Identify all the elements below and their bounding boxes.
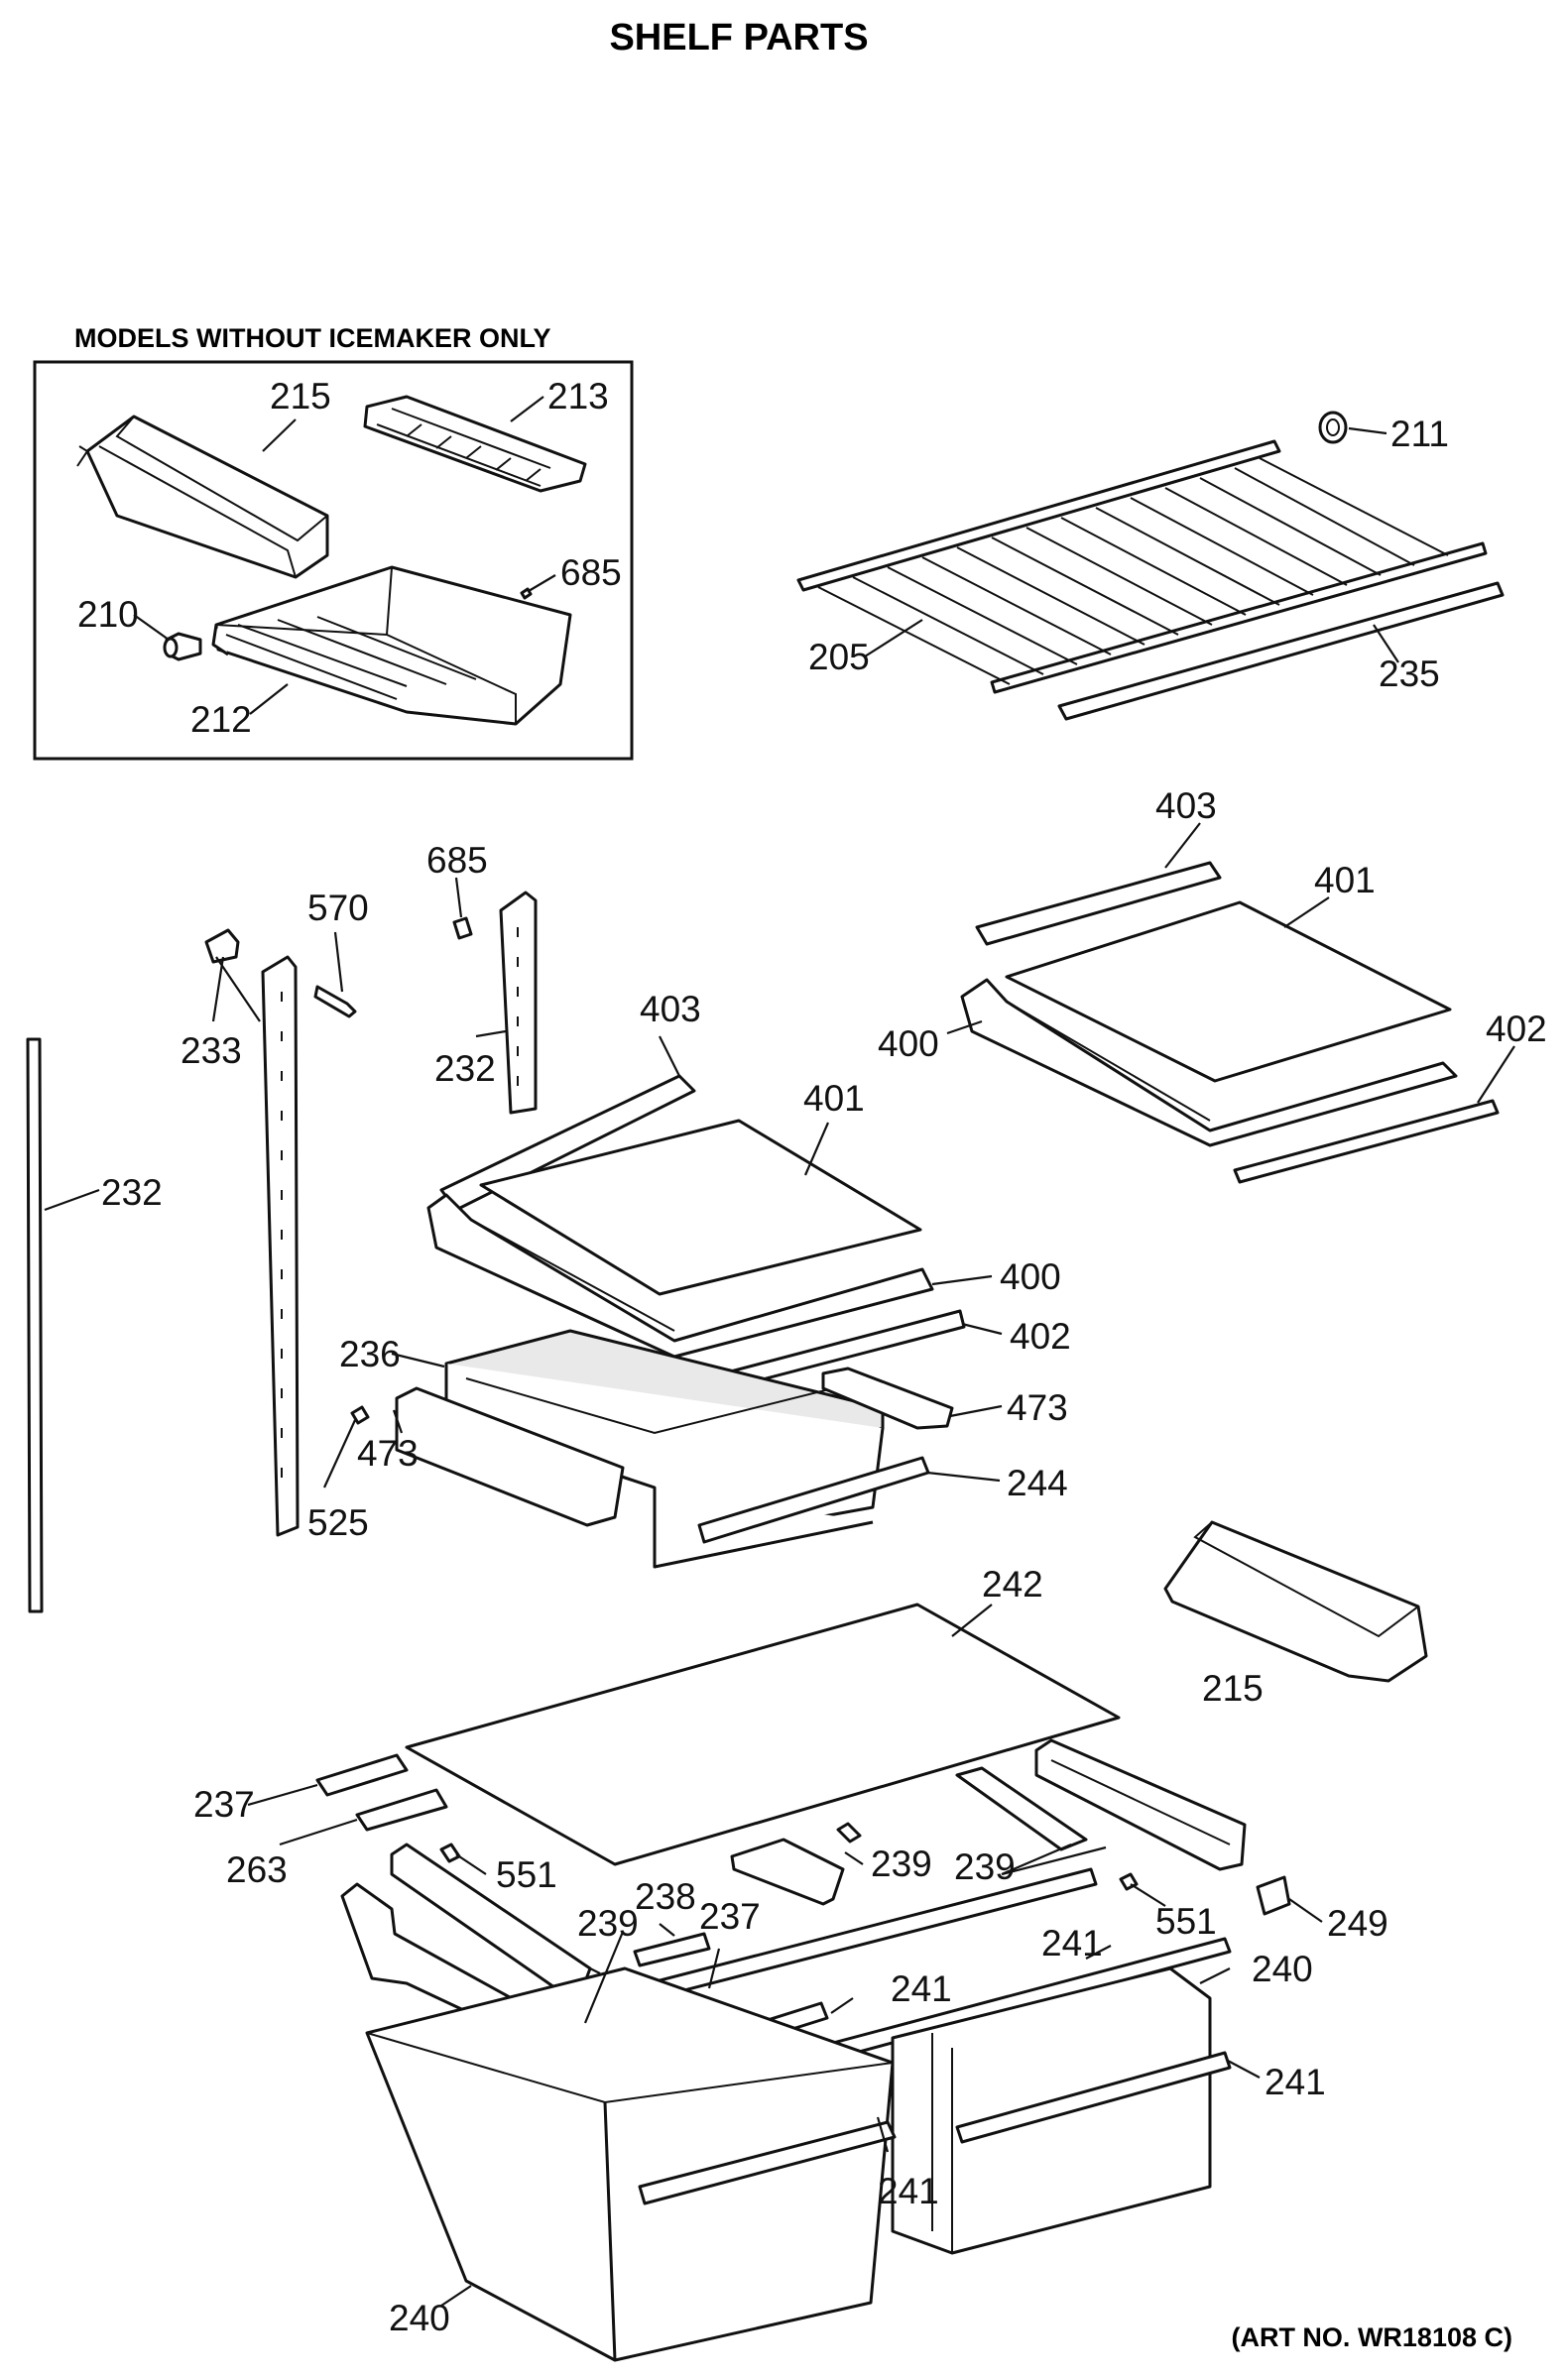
label-237-left: 237 (193, 1784, 255, 1825)
door-bin-215 (1163, 1520, 1428, 1683)
page-title: SHELF PARTS (609, 17, 868, 59)
label-240-right: 240 (1252, 1949, 1313, 1989)
label-213: 213 (547, 376, 609, 416)
label-241-b: 241 (891, 1968, 952, 2009)
label-211: 211 (1390, 414, 1449, 454)
wire-shelf-205 (796, 439, 1488, 694)
screw-551-left (439, 1843, 461, 1863)
trim-235 (1057, 581, 1505, 721)
label-205: 205 (808, 637, 870, 677)
label-235: 235 (1379, 654, 1440, 694)
label-232-left: 232 (101, 1172, 163, 1213)
screw-570 (313, 985, 357, 1018)
label-400-right: 400 (878, 1023, 939, 1064)
bumper-211 (1318, 411, 1348, 444)
part-labels: 215 213 685 210 212 211 205 235 403 401 … (77, 376, 1547, 2338)
label-240-left: 240 (389, 2298, 450, 2338)
screw-685-inset (520, 587, 533, 600)
label-239-a: 239 (871, 1844, 932, 1884)
bracket-263 (355, 1788, 448, 1832)
label-236: 236 (339, 1334, 401, 1374)
screw-685 (452, 916, 473, 940)
drawer-240-right (891, 1966, 1232, 2255)
inset-box (33, 360, 634, 761)
clip-249 (1256, 1875, 1291, 1916)
label-212: 212 (190, 699, 252, 740)
label-239-c: 239 (577, 1903, 639, 1944)
frame-400-mid (426, 1193, 934, 1359)
label-525: 525 (307, 1502, 369, 1543)
rail-239-mid (955, 1766, 1088, 1851)
label-551-left: 551 (496, 1854, 557, 1895)
slide-473-right (821, 1367, 954, 1430)
label-401-mid: 401 (803, 1078, 865, 1119)
ice-bin-212 (211, 565, 572, 726)
clip-238 (633, 1932, 711, 1967)
label-210: 210 (77, 594, 139, 635)
clip-233 (204, 928, 240, 964)
bracket-239 (730, 1838, 845, 1906)
label-473-left: 473 (357, 1433, 419, 1474)
glass-242 (405, 1603, 1121, 1866)
label-473-right: 473 (1007, 1387, 1068, 1428)
label-400-mid: 400 (1000, 1256, 1061, 1297)
trim-403-right (975, 861, 1222, 946)
inset-title: MODELS WITHOUT ICEMAKER ONLY (74, 323, 551, 353)
screw-525 (350, 1405, 370, 1425)
rail-237-left (315, 1753, 409, 1797)
label-402-mid: 402 (1010, 1316, 1071, 1357)
side-rail-right (1034, 1738, 1247, 1871)
label-239-b: 239 (954, 1846, 1016, 1887)
roller-239 (836, 1822, 862, 1844)
label-401-right: 401 (1314, 860, 1376, 900)
label-403-right: 403 (1155, 785, 1217, 826)
label-402-right: 402 (1486, 1009, 1547, 1049)
label-685-inset: 685 (560, 552, 622, 593)
label-232-center: 232 (434, 1048, 496, 1089)
door-bin-215-inset (76, 415, 329, 579)
label-551-right: 551 (1155, 1901, 1217, 1942)
label-241-c: 241 (1265, 2062, 1326, 2102)
label-237-center: 237 (699, 1896, 761, 1937)
art-number: (ART NO. WR18108 C) (1231, 2322, 1512, 2352)
label-249: 249 (1327, 1903, 1388, 1944)
trim-402-right (1233, 1099, 1500, 1184)
rail-232-center (499, 891, 538, 1115)
label-570: 570 (307, 888, 369, 928)
label-233: 233 (181, 1030, 242, 1071)
slide-473-left (395, 1386, 625, 1527)
label-403-mid: 403 (640, 989, 701, 1029)
rail-232-far-left (26, 1037, 44, 1613)
leader-lines (44, 396, 1515, 2307)
label-215-inset: 215 (270, 376, 331, 416)
glass-401-right (1005, 900, 1452, 1083)
roller-210 (163, 632, 202, 661)
label-215: 215 (1202, 1668, 1264, 1709)
ice-tray-213 (363, 395, 587, 493)
label-244: 244 (1007, 1463, 1068, 1503)
rail-left-tall (261, 955, 300, 1537)
label-241-a: 241 (1041, 1923, 1103, 1964)
frame-400-right (960, 978, 1458, 1147)
label-238: 238 (635, 1876, 696, 1917)
label-241-d: 241 (878, 2171, 939, 2211)
drawer-240-left (365, 1966, 897, 2362)
label-263: 263 (226, 1849, 288, 1890)
label-242: 242 (982, 1564, 1043, 1605)
label-685: 685 (426, 840, 488, 881)
